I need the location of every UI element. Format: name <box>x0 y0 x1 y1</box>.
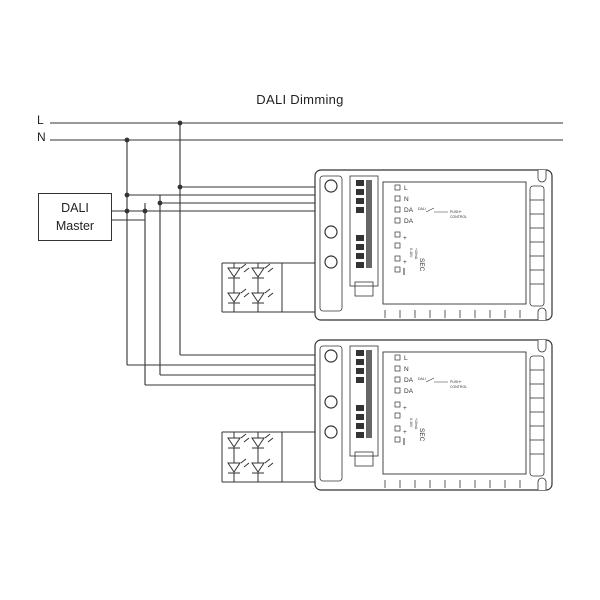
junction-dot <box>124 192 130 198</box>
led-diode-icon <box>251 437 265 449</box>
led-driver-2: L N DA DA PUSH+ CONTROL DALI 0-10V +10mA… <box>314 339 553 491</box>
led-diode-icon <box>227 437 241 449</box>
control-label: CONTROL <box>450 385 467 389</box>
led-diode-icon <box>251 267 265 279</box>
plus-symbol: + <box>403 259 407 266</box>
master-label-line2: Master <box>55 219 95 233</box>
dali-small-label: DALI <box>418 377 426 381</box>
junction-dot <box>124 208 130 214</box>
junction-dot <box>157 200 163 206</box>
live-line-label: L <box>37 113 44 127</box>
sec-label: SEC <box>418 258 425 272</box>
plus-symbol: + <box>403 429 407 436</box>
plus-symbol: + <box>403 405 407 412</box>
push-label: PUSH+ <box>450 210 462 214</box>
dim-label: 0-10V <box>409 418 413 428</box>
junction-dots <box>124 120 183 214</box>
master-label-line1: DALI <box>61 201 89 215</box>
dali-master-box: DALI Master <box>38 193 112 241</box>
dali-small-label: DALI <box>418 207 426 211</box>
terminal-label-DA1: DA <box>404 207 414 214</box>
diagram-title: DALI Dimming <box>256 92 344 107</box>
plus-symbol: + <box>403 235 407 242</box>
led-diode-icon <box>227 292 241 304</box>
led-diode-icon <box>227 267 241 279</box>
led-diode-icon <box>227 462 241 474</box>
junction-dot <box>124 137 130 143</box>
sec-label: SEC <box>418 428 425 442</box>
terminal-label-L: L <box>404 355 408 362</box>
terminal-label-DA2: DA <box>404 388 414 395</box>
terminal-label-DA1: DA <box>404 377 414 384</box>
led-diode-icon <box>251 462 265 474</box>
led-string-2 <box>221 431 318 483</box>
ma-label: +10mA <box>414 418 418 430</box>
dim-label: 0-10V <box>409 248 413 258</box>
terminal-label-L: L <box>404 185 408 192</box>
junction-dot <box>177 120 183 126</box>
terminal-label-DA2: DA <box>404 218 414 225</box>
push-label: PUSH+ <box>450 380 462 384</box>
led-diode-icon <box>251 292 265 304</box>
ma-label: +10mA <box>414 248 418 260</box>
junction-dot <box>177 184 183 190</box>
terminal-label-N: N <box>404 366 409 373</box>
neutral-line-label: N <box>37 130 46 144</box>
control-label: CONTROL <box>450 215 467 219</box>
led-string-1 <box>221 262 318 313</box>
junction-dot <box>142 208 148 214</box>
led-driver-1: L N DA DA PUSH+ CONTROL DALI 0-10V +10mA… <box>314 169 553 321</box>
terminal-label-N: N <box>404 196 409 203</box>
